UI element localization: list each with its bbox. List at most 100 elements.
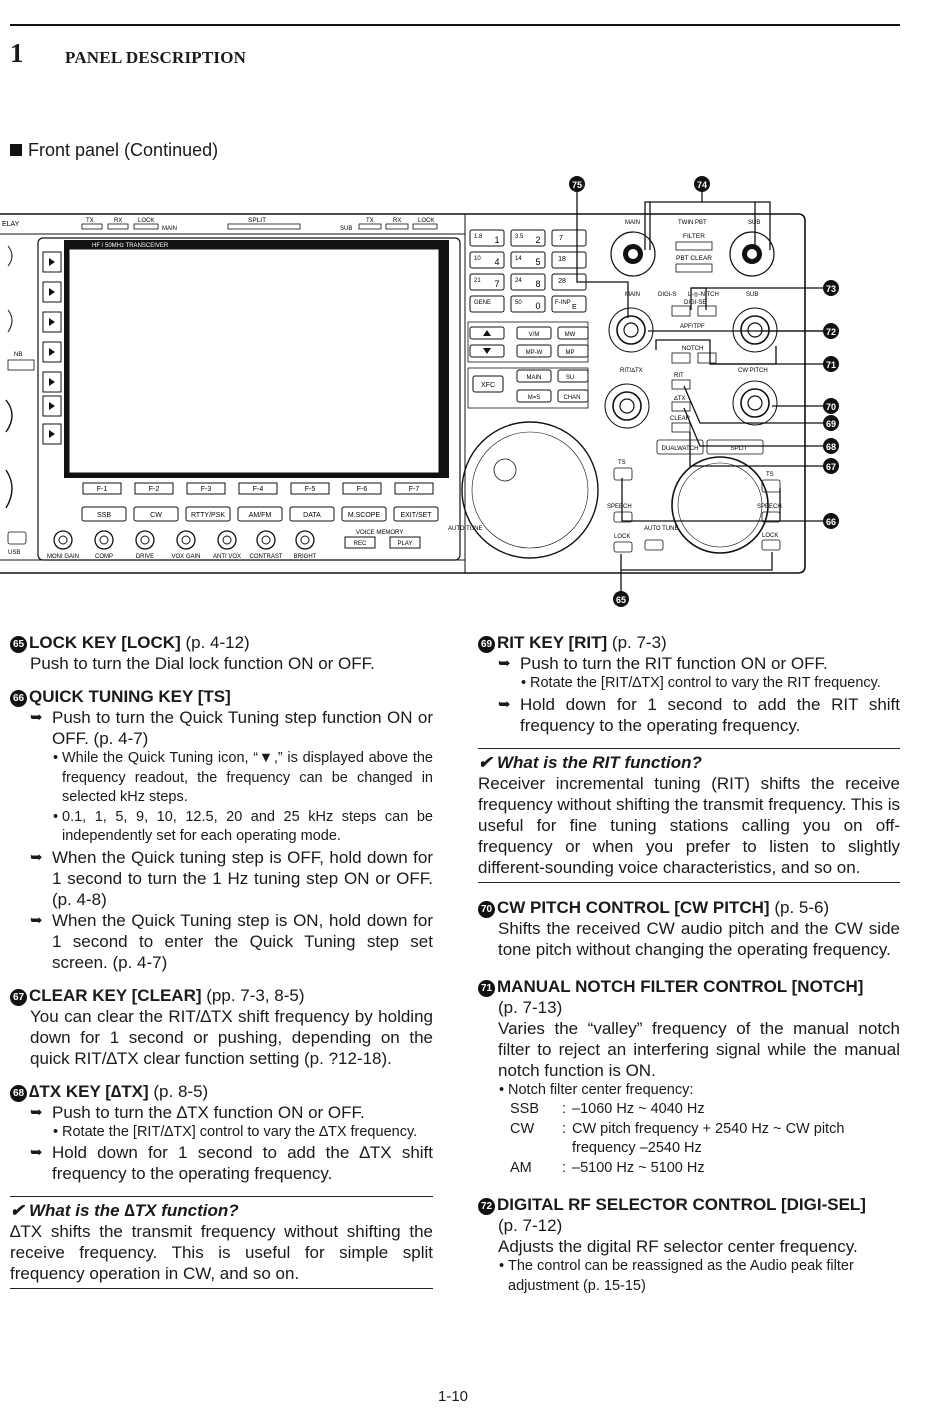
bullet-icon: • [53, 808, 59, 825]
callout-73-text: 73 [826, 284, 836, 294]
key-12-top: F-INP [555, 300, 571, 306]
notch-cw-mode: CW [510, 1120, 535, 1137]
arrow-icon: ➥ [30, 1144, 43, 1161]
relay-label: ELAY [2, 221, 20, 228]
lock-label-right: LOCK [762, 533, 778, 539]
rit-box-title: ✔ What is the RIT function? [478, 752, 702, 772]
callout-69: 69 [823, 415, 839, 431]
callout-67-text: 67 [826, 462, 836, 472]
item-72-b1: The control can be reassigned as the Aud… [508, 1258, 854, 1294]
callout-75-text: 75 [572, 180, 582, 190]
notch-row-am: AM:–5100 Hz ~ 5100 Hz [478, 1159, 900, 1179]
mode-exitset: EXIT/SET [400, 512, 432, 519]
auto-tune-left: AUTO TUNE [448, 526, 482, 532]
key-main: MAIN [527, 375, 542, 381]
key-4-top: 10 [474, 256, 481, 262]
auto-tune-right: AUTO TUNE [644, 526, 678, 532]
callout-66: 66 [823, 513, 839, 529]
item-71-title: MANUAL NOTCH FILTER CONTROL [NOTCH] [497, 976, 864, 996]
subsection-heading: Front panel (Continued) [10, 140, 218, 161]
item-72-title: DIGITAL RF SELECTOR CONTROL [DIGI-SEL] [497, 1195, 866, 1214]
rit-info-box: ✔ What is the RIT function? Receiver inc… [478, 747, 900, 883]
lock-label-top: LOCK [138, 218, 154, 224]
key-7-main: 7 [494, 279, 499, 289]
callout-70: 70 [823, 398, 839, 414]
digi-sel-label: DIGI-SE [684, 300, 706, 306]
callout-65-text: 65 [616, 595, 626, 605]
key-8-main: 8 [535, 279, 540, 289]
callout-74: 74 [694, 176, 710, 192]
tx2-label: TX [366, 218, 374, 224]
bullet-icon: • [521, 675, 527, 691]
key-mw: MW [565, 332, 576, 338]
nb-label: NB [14, 352, 22, 358]
rit-label: RIT [674, 373, 684, 379]
item-67-title: CLEAR KEY [CLEAR] [29, 985, 202, 1005]
callout-74-text: 74 [697, 180, 707, 190]
speech-label-left: SPEECH [607, 504, 632, 510]
split-label-top: SPLIT [248, 217, 266, 224]
item-66-number: 66 [10, 690, 27, 707]
notch-row-ssb: SSB:–1060 Hz ~ 4040 Hz [478, 1100, 900, 1120]
item-68-page: (p. 8-5) [148, 1081, 209, 1101]
item-65-page: (p. 4-12) [180, 633, 250, 652]
key-5-top: 14 [515, 256, 522, 262]
item-67-desc: You can clear the RIT/∆TX shift frequenc… [30, 1006, 433, 1068]
dtx-info-box: ✔ What is the ∆TX function? ∆TX shifts t… [10, 1196, 433, 1289]
item-69-a1: Push to turn the RIT function ON or OFF. [520, 654, 828, 673]
tx-label: TX [86, 218, 94, 224]
rit-dtx-label: RIT/∆TX [620, 367, 643, 374]
mode-data: DATA [303, 512, 321, 519]
key-2-top: 3.5 [515, 234, 524, 240]
item-68-b1: Rotate the [RIT/∆TX] control to vary the… [62, 1123, 418, 1140]
item-71-desc: Varies the “valley” frequency of the man… [498, 1018, 900, 1080]
item-67-page: (pp. 7-3, 8-5) [201, 985, 305, 1005]
key-1-main: 1 [494, 235, 499, 245]
key-4-main: 4 [494, 257, 499, 267]
callout-73: 73 [823, 280, 839, 296]
callout-71-text: 71 [826, 360, 836, 370]
l-notch-label: L-◎-N TCH [688, 292, 719, 298]
callout-70-text: 70 [826, 402, 836, 412]
item-72-number: 72 [478, 1198, 495, 1215]
lock2-label: LOCK [418, 218, 434, 224]
callout-67: 67 [823, 458, 839, 474]
callout-68-text: 68 [826, 442, 836, 452]
main-label-pbt: MAIN [625, 220, 640, 226]
mode-keys: SSB CW RTTY/PSK AM/FM DATA M.SCOPE EXIT/… [81, 506, 439, 522]
item-65-title: LOCK KEY [LOCK] [29, 633, 181, 652]
split-btn-label: SPLIT [731, 446, 748, 452]
key-su: SU [566, 375, 574, 381]
notch-row-cw: CW:CW pitch frequency + 2540 Hz ~ CW pit… [478, 1120, 900, 1159]
key-chan: CHAN [563, 395, 580, 401]
arrow-icon: ➥ [30, 1103, 43, 1121]
section-number: 1 [10, 38, 24, 68]
item-66-b2: 0.1, 1, 5, 9, 10, 12.5, 20 and 25 kHz st… [62, 808, 433, 845]
arrow-icon: ➥ [30, 848, 43, 866]
arrow-icon: ➥ [498, 695, 511, 713]
front-panel-illustration: 75 74 73 72 71 70 69 68 67 66 65 ELAY TX… [0, 176, 839, 607]
key-mp: MP [566, 350, 575, 356]
knob-comp: COMP [95, 554, 113, 560]
bullet-icon: • [499, 1258, 505, 1274]
play-label: PLAY [398, 541, 413, 547]
bottom-knobs: MONI GAIN COMP DRIVE VOX GAIN ANTI VOX C… [47, 530, 317, 560]
callout-69-text: 69 [826, 419, 836, 429]
mode-cw: CW [150, 512, 162, 519]
key-5-main: 5 [535, 257, 540, 267]
item-68-a1: Push to turn the ∆TX function ON or OFF. [52, 1102, 365, 1122]
item-68-title: ∆TX KEY [∆TX] [29, 1081, 149, 1101]
callout-71: 71 [823, 356, 839, 372]
item-65-desc: Push to turn the Dial lock function ON o… [30, 654, 375, 673]
voice-memory-label: VOICE MEMORY [356, 530, 403, 536]
dtx-box-text: ∆TX shifts the transmit frequency withou… [10, 1222, 433, 1283]
item-69-b1: Rotate the [RIT/∆TX] control to vary the… [530, 675, 881, 691]
item-68-number: 68 [10, 1084, 27, 1102]
rx-label: RX [114, 218, 122, 224]
f3-label: F-3 [201, 486, 212, 493]
